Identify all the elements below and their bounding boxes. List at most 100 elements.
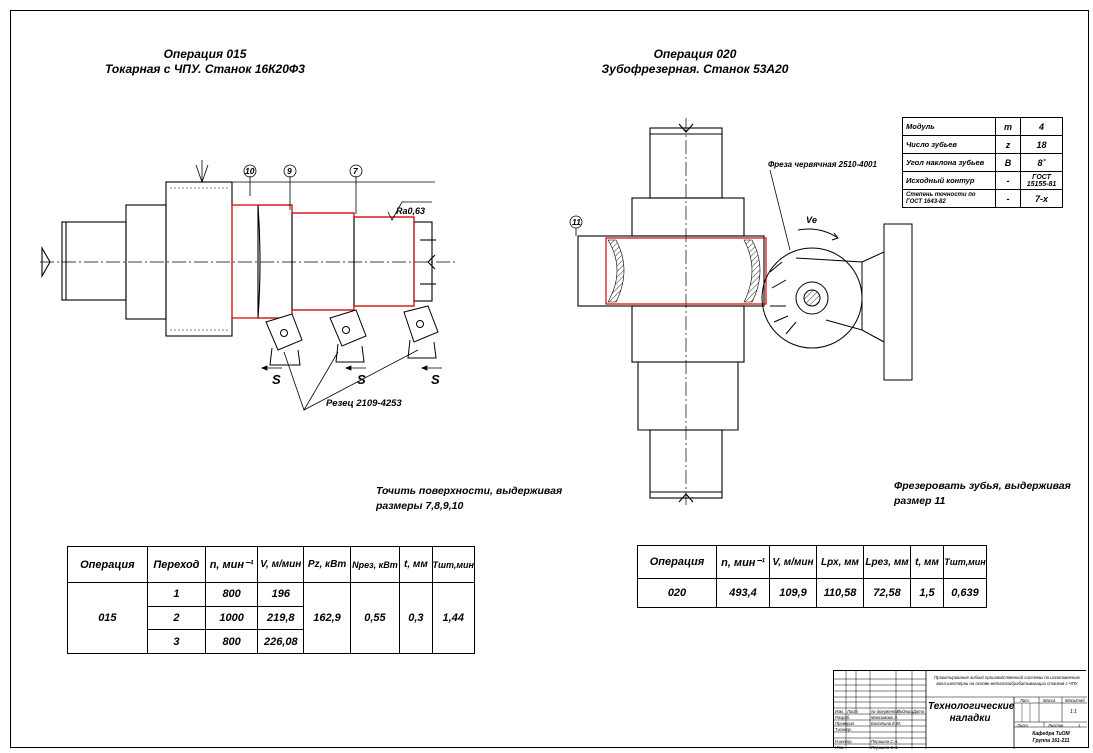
- col-header: Операция: [67, 546, 148, 583]
- op020-instruction: Фрезеровать зубья, выдерживая размер 11: [894, 479, 1071, 509]
- cutter-label: Фреза червячная 2510-4001: [768, 160, 877, 169]
- param-symbol: z: [995, 135, 1021, 154]
- stamp-role-name: Першина С.А.: [871, 739, 899, 744]
- col-header: t, мм: [910, 545, 944, 579]
- op020-instruction-line2: размер 11: [894, 495, 946, 507]
- operation-cell: 015: [67, 582, 148, 654]
- stamp-header-cell: Дата: [913, 709, 925, 714]
- op015-title-line2: Токарная с ЧПУ. Станок 16К20Ф3: [105, 62, 305, 76]
- n-cell: 800: [205, 582, 259, 607]
- stamp-role: Н.контр.: [835, 739, 853, 744]
- param-symbol: B: [995, 153, 1021, 172]
- param-row: Степень точности по ГОСТ 1643-82 - 7-х: [902, 189, 1063, 208]
- gear-teeth-section: [607, 239, 761, 303]
- document-title: Технологические наладки: [928, 701, 1015, 725]
- op015-instruction-line2: размеры 7,8,9,10: [376, 500, 464, 512]
- op020-instruction-line1: Фрезеровать зубья, выдерживая: [894, 480, 1071, 492]
- param-value: 8˚: [1020, 153, 1063, 172]
- feed-symbol-1: S: [272, 372, 281, 387]
- col-header: Pz, кВт: [303, 546, 351, 583]
- organization-line1: Кафедра ТиОМ: [1032, 731, 1070, 737]
- callout-10: 10: [245, 166, 255, 176]
- param-name: Число зубьев: [902, 135, 996, 154]
- operation-cell: 020: [637, 578, 717, 608]
- stamp-scale: Масштаб: [1065, 698, 1085, 703]
- callout-9: 9: [287, 166, 292, 176]
- step-cell: 2: [146, 605, 207, 631]
- stamp-role: Проверил: [835, 721, 855, 726]
- document-title-line2: наладки: [949, 713, 991, 724]
- cutting-modes-table-015: Операция Переход n, мин⁻¹ V, м/мин Pz, к…: [67, 546, 476, 654]
- shaft-020-drawing: [577, 118, 765, 505]
- col-header: V, м/мин: [257, 546, 305, 583]
- pz-cell: 162,9: [303, 582, 351, 654]
- col-header: n, мин⁻¹: [205, 546, 259, 583]
- param-symbol: -: [995, 171, 1021, 190]
- cutting-modes-table-020: Операция n, мин⁻¹ V, м/мин Lрх, мм Lрез,…: [637, 545, 987, 608]
- nrez-cell: 0,55: [349, 582, 401, 654]
- op015-title-line1: Операция 015: [163, 47, 247, 61]
- param-name: Степень точности по ГОСТ 1643-82: [902, 189, 996, 208]
- stamp-role-name: Максимова Э.: [871, 715, 899, 720]
- col-header: Операция: [637, 545, 717, 579]
- feed-arrows-015: [260, 349, 442, 411]
- col-header: t, мм: [399, 546, 433, 583]
- op020-title-line1: Операция 020: [653, 47, 737, 61]
- organization-line2: Группа 161-211: [1032, 738, 1070, 744]
- stamp-scale-value: 1:1: [1070, 709, 1077, 715]
- op015-instruction-line1: Точить поверхности, выдерживая: [376, 485, 563, 497]
- param-symbol: m: [995, 117, 1021, 136]
- v-cell: 109,9: [769, 578, 817, 608]
- param-name: Модуль: [902, 117, 996, 136]
- stamp-sheets: Листов: [1048, 723, 1064, 728]
- stamp-role-name: Першина С.А.: [871, 745, 899, 750]
- stamp-header-cell: Лист: [847, 709, 858, 714]
- title-block: Проектирование гибкой производственной с…: [833, 670, 1087, 750]
- param-row: Исходный контур - ГОСТ 15155-81: [902, 171, 1063, 190]
- stamp-sheets-value: 1: [1078, 723, 1081, 728]
- v-cell: 219,8: [257, 605, 305, 631]
- title-block-grid: [834, 671, 1087, 749]
- feed-symbol-2: S: [357, 372, 366, 387]
- n-cell: 1000: [205, 605, 259, 631]
- col-header: n, мин⁻¹: [716, 545, 770, 579]
- param-value: 7-х: [1020, 189, 1063, 208]
- hob-cutter: [761, 223, 913, 381]
- param-value: 18: [1020, 135, 1063, 154]
- col-header: Nрез, кВт: [349, 546, 401, 583]
- table-row: 015 1 800 196 162,9 0,55 0,3 1,44: [67, 582, 476, 654]
- callout-7: 7: [353, 166, 358, 176]
- table-header-row: Операция Переход n, мин⁻¹ V, м/мин Pz, к…: [67, 546, 476, 583]
- param-name: Угол наклона зубьев: [902, 153, 996, 172]
- table-row: 020 493,4 109,9 110,58 72,58 1,5 0,639: [637, 578, 987, 608]
- param-row: Модуль m 4: [902, 117, 1063, 136]
- param-value: 4: [1020, 117, 1063, 136]
- feed-symbol-3: S: [431, 372, 440, 387]
- document-title-line1: Технологические: [928, 701, 1015, 712]
- gear-parameters-table: Модуль m 4 Число зубьев z 18 Угол наклон…: [902, 117, 1063, 208]
- lrez-cell: 72,58: [863, 578, 911, 608]
- table-row: 2 1000 219,8: [68, 605, 475, 631]
- col-header: Тшт,мин: [943, 545, 987, 579]
- v-cell: 226,08: [257, 629, 305, 654]
- t-cell: 0,3: [399, 582, 433, 654]
- col-header: Lрез, мм: [863, 545, 911, 579]
- table-row: 3 800 226,08: [68, 629, 475, 654]
- stamp-sheet: Лист: [1017, 723, 1028, 728]
- tsht-cell: 0,639: [943, 578, 987, 608]
- step-cell: 1: [146, 582, 207, 607]
- lrx-cell: 110,58: [816, 578, 864, 608]
- cutters-015: [265, 305, 439, 366]
- callout-11: 11: [572, 217, 581, 227]
- col-header: V, м/мин: [769, 545, 817, 579]
- table-header-row: Операция n, мин⁻¹ V, м/мин Lрх, мм Lрез,…: [637, 545, 987, 579]
- callouts-015: [243, 164, 432, 221]
- param-value: ГОСТ 15155-81: [1020, 171, 1063, 190]
- stamp-header-cell: Изм.: [835, 709, 844, 714]
- stamp-role: Т.контр.: [835, 727, 852, 732]
- tool-label: Резец 2109-4253: [326, 398, 402, 409]
- stamp-role: Разраб.: [835, 715, 851, 720]
- roughness-label: Ra0,63: [396, 206, 426, 216]
- op015-title: Операция 015 Токарная с ЧПУ. Станок 16К2…: [100, 47, 310, 77]
